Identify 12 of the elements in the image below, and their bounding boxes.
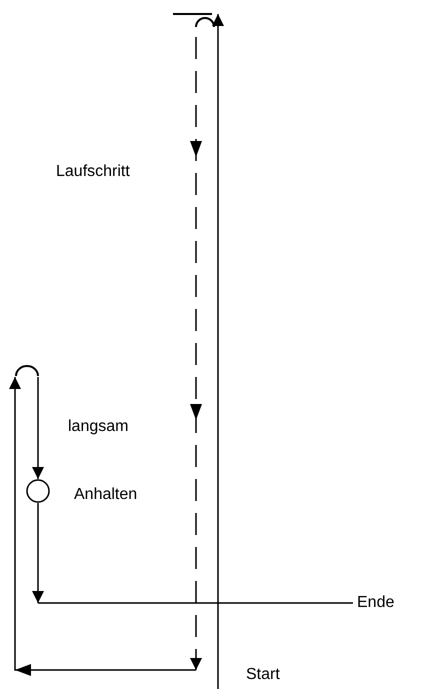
arrow bbox=[32, 503, 44, 603]
turn-symbol bbox=[12, 363, 42, 377]
arrow bbox=[212, 14, 224, 689]
stop-circle bbox=[26, 479, 50, 503]
arrow bbox=[32, 377, 44, 479]
arrow bbox=[9, 377, 196, 676]
place-label: Ende bbox=[357, 592, 394, 614]
step-label: langsam bbox=[68, 417, 128, 437]
step-label: Anhalten bbox=[74, 485, 138, 505]
arrow bbox=[190, 37, 202, 670]
place-label: Start bbox=[246, 664, 280, 686]
step-label: Laufschritt bbox=[56, 162, 130, 182]
